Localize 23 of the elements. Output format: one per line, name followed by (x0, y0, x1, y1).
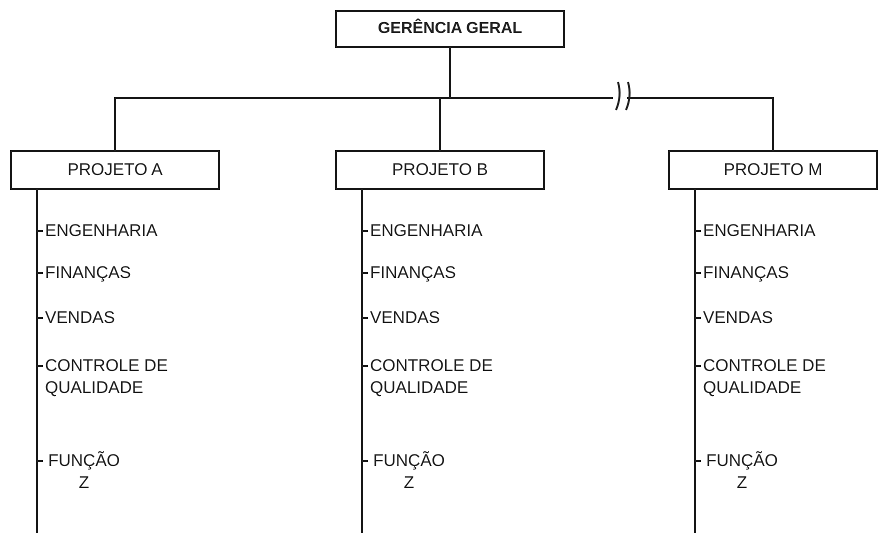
function-label: ENGENHARIA (370, 220, 510, 242)
function-label: VENDAS (703, 307, 793, 329)
org-box: GERÊNCIA GERAL (335, 10, 565, 48)
org-box: PROJETO A (10, 150, 220, 190)
connector-line (694, 190, 701, 462)
function-label: ENGENHARIA (45, 220, 185, 242)
org-box: PROJETO M (668, 150, 878, 190)
function-label: CONTROLE DE QUALIDADE (703, 355, 833, 399)
function-label: FINANÇAS (370, 262, 480, 284)
function-label: ENGENHARIA (703, 220, 843, 242)
function-label: CONTROLE DE QUALIDADE (370, 355, 500, 399)
function-label: CONTROLE DE QUALIDADE (45, 355, 175, 399)
org-box: PROJETO B (335, 150, 545, 190)
function-label: FUNÇÃO Z (370, 450, 448, 494)
function-label: FINANÇAS (703, 262, 813, 284)
connector-line (36, 190, 43, 462)
function-label: FUNÇÃO Z (703, 450, 781, 494)
function-label: FUNÇÃO Z (45, 450, 123, 494)
connector-line (361, 190, 368, 462)
function-label: FINANÇAS (45, 262, 155, 284)
function-label: VENDAS (45, 307, 135, 329)
function-label: VENDAS (370, 307, 460, 329)
connector-line (449, 48, 774, 150)
